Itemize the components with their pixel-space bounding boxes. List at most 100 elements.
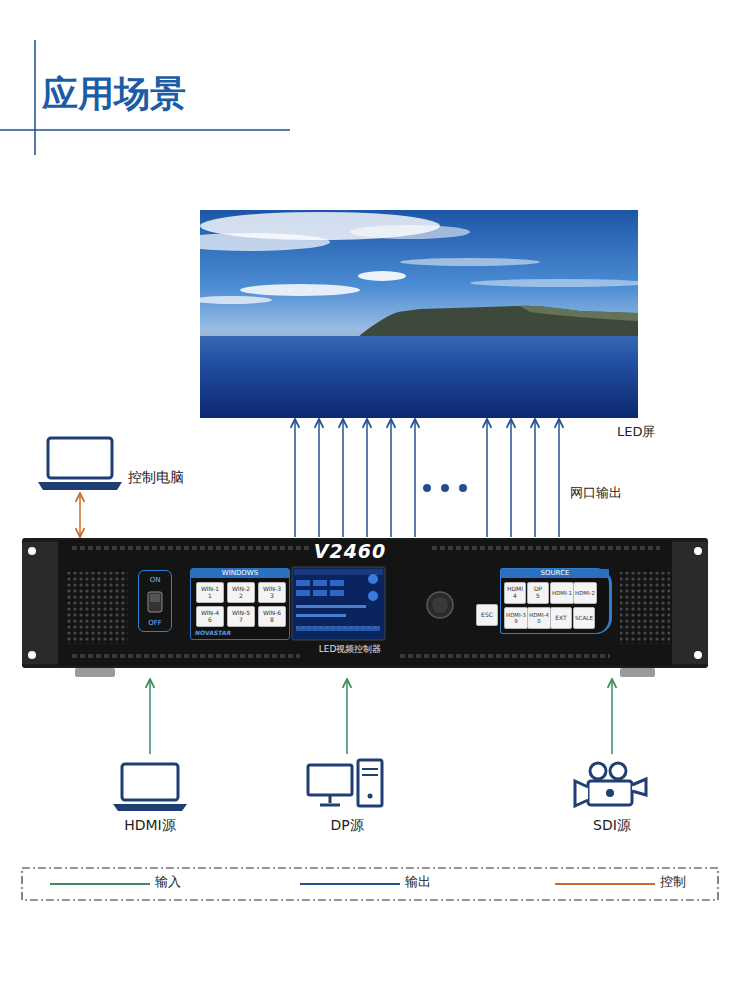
signal-arrow (366, 419, 368, 537)
panel-button: WIN-22 (227, 582, 255, 603)
button-label: WIN-2 (232, 586, 250, 593)
lcd-display (292, 567, 385, 640)
signal-arrow (79, 493, 81, 537)
button-label: HDMI-3 (506, 612, 526, 618)
lcd-display (296, 614, 346, 617)
controller-housing (28, 547, 36, 555)
desktop-icon (308, 765, 352, 795)
source-panel: SOURCEHDMI4DP5HDMI-1HDMI-2HDMI-39HDMI-40… (500, 568, 612, 634)
power-switch-panel: ON OFF (138, 570, 172, 632)
panel-button: HDMI-40 (527, 607, 551, 629)
controller-housing (66, 572, 128, 644)
button-label: EXT (555, 615, 566, 622)
signal-arrow (558, 419, 560, 537)
screen-label: LED屏 (617, 425, 655, 440)
output-label: 网口输出 (570, 486, 622, 501)
lcd-display (296, 590, 310, 596)
button-label: HDMI-1 (552, 590, 572, 596)
switch-label: OFF (139, 619, 171, 627)
legend-frame (555, 883, 655, 885)
lcd-display (292, 567, 385, 640)
screen-photo (240, 284, 360, 296)
controller-housing (400, 652, 610, 658)
panel-button: EXT (550, 607, 572, 629)
panel-heading: SOURCE (501, 569, 609, 578)
button-label: ESC (481, 612, 493, 619)
hdmi-laptop-icon (113, 804, 187, 811)
page-title: 应用场景 (42, 74, 186, 115)
button-label: 8 (270, 617, 274, 624)
controller-label: V2460 (314, 541, 387, 563)
panel-button: HDMI-39 (504, 607, 528, 629)
camera-icon (575, 781, 588, 806)
legend-frame (22, 868, 718, 900)
source-label: DP源 (297, 817, 397, 833)
switch-label: ON (139, 576, 171, 584)
legend-text: 输出 (405, 875, 431, 890)
button-label: 5 (536, 593, 540, 600)
signal-arrow (149, 679, 151, 754)
controller-label: LED视频控制器 (319, 644, 382, 654)
signal-arrow (318, 419, 320, 537)
screen-photo (358, 306, 638, 338)
power-switch (148, 592, 162, 612)
video-controller: V2460LED视频控制器ONOFFWINDOWSNOVASTARWIN-11W… (22, 538, 708, 678)
controller-housing (694, 547, 702, 555)
signal-arrow (611, 679, 613, 754)
button-label: WIN-3 (263, 586, 281, 593)
source-label: HDMI源 (100, 817, 200, 833)
controller-housing (70, 652, 300, 658)
laptop-icon (38, 482, 122, 490)
button-label: 6 (208, 617, 212, 624)
button-label: 3 (270, 593, 274, 600)
lcd-display (296, 580, 310, 586)
lcd-display (296, 605, 366, 608)
button-label: 9 (514, 618, 517, 624)
controller-housing (22, 538, 708, 668)
button-label: 2 (239, 593, 243, 600)
signal-arrow (510, 419, 512, 537)
button-label: WIN-1 (201, 586, 219, 593)
legend-text: 控制 (660, 875, 686, 890)
esc-button: ESC (476, 604, 498, 626)
screen-photo (200, 210, 638, 418)
ellipsis-dots (423, 484, 431, 492)
camera-icon (588, 781, 632, 805)
legend-frame (22, 868, 718, 900)
panel-button: HDMI-1 (550, 582, 574, 604)
button-label: 4 (513, 593, 517, 600)
ellipsis-dots (441, 484, 449, 492)
ellipsis-dots (423, 484, 467, 492)
screen-photo (200, 336, 638, 418)
lcd-display (368, 574, 378, 584)
screen-photo (400, 258, 540, 266)
lcd-display (296, 626, 380, 631)
led-screen: LED屏 (200, 210, 638, 418)
signal-arrow (342, 419, 344, 537)
controller-housing (70, 546, 310, 552)
screen-photo (200, 233, 330, 251)
legend-text: 输入 (155, 875, 181, 890)
screen-photo (520, 306, 638, 321)
button-label: 0 (537, 618, 540, 624)
rotary-knob (427, 592, 453, 618)
power-switch (150, 594, 160, 602)
signal-arrow (486, 419, 488, 537)
rotary-knob (427, 592, 453, 618)
desktop-icon (362, 769, 378, 775)
laptop-icon (38, 438, 122, 490)
button-label: 7 (239, 617, 243, 624)
controller-housing (22, 538, 708, 677)
power-switch (148, 592, 162, 612)
button-label: WIN-6 (263, 610, 281, 617)
panel-heading: NOVASTAR (195, 630, 231, 637)
screen-photo (358, 271, 406, 281)
button-label: SCALE (575, 615, 593, 621)
controller-housing (22, 542, 62, 664)
title-rules (0, 40, 290, 155)
title-rules (0, 129, 290, 131)
button-label: DP (534, 586, 542, 593)
panel-button: SCALE (573, 607, 595, 629)
